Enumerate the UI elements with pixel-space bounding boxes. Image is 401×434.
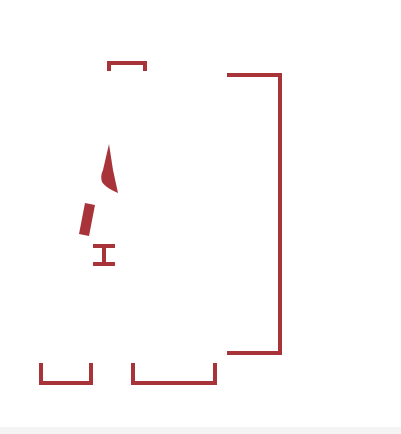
bottom-left-bracket-shape <box>39 363 93 385</box>
bottom-strip <box>0 427 401 434</box>
spike-shape <box>101 144 118 193</box>
bottom-middle-bracket-shape <box>131 363 217 385</box>
top-bracket-shape <box>107 61 147 71</box>
i-beam-shape <box>93 244 115 266</box>
right-bracket-shape <box>227 73 282 355</box>
slanted-bar-shape <box>79 203 95 236</box>
